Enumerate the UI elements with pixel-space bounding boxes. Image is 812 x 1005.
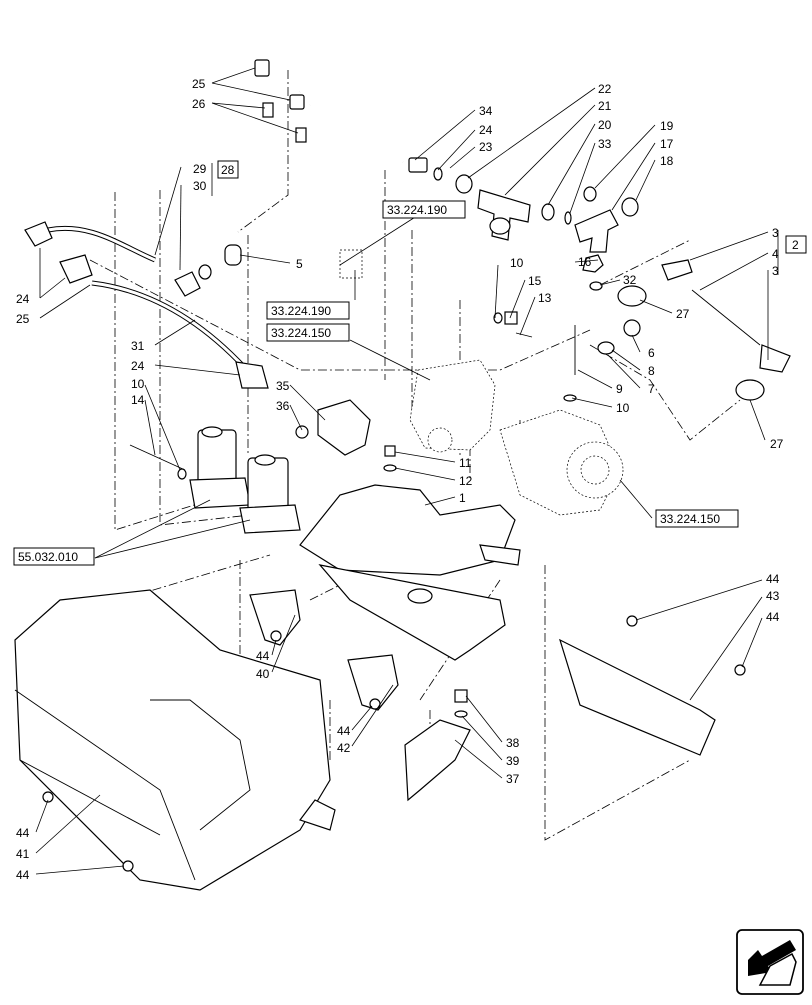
callout-numbers: 25 26 34 24 23 22 21 20 33 19 17 18 29 3… [16, 77, 799, 882]
pump-assembly-1 [339, 249, 496, 453]
leader-lines [35, 67, 769, 875]
callout: 22 [598, 82, 612, 96]
callout: 36 [276, 399, 290, 413]
callout: 44 [766, 610, 780, 624]
group-box-2 [785, 235, 807, 254]
callout: 44 [16, 868, 30, 882]
left-hoses [24, 221, 269, 389]
callout: 44 [256, 649, 270, 663]
callout: 10 [131, 377, 145, 391]
callout: 41 [16, 847, 30, 861]
ref-box-33-224-150-a[interactable]: 33.224.150 [266, 323, 350, 342]
callout: 43 [766, 589, 780, 603]
ref-box-33-224-190-a[interactable]: 33.224.190 [382, 200, 466, 219]
solenoid-valves [129, 426, 301, 534]
callout: 16 [578, 255, 592, 269]
ref-box-55-032-010[interactable]: 55.032.010 [13, 547, 95, 566]
callout: 40 [256, 667, 270, 681]
callout: 42 [337, 741, 351, 755]
callout: 44 [766, 572, 780, 586]
mounting-bracket-main [299, 484, 521, 661]
ref-label: 33.224.150 [660, 512, 720, 526]
callout: 2 [792, 238, 799, 252]
callout: 25 [192, 77, 206, 91]
callout: 21 [598, 99, 612, 113]
ref-box-33-224-150-b[interactable]: 33.224.150 [655, 509, 739, 528]
group-box-28 [217, 160, 239, 179]
callout: 6 [648, 346, 655, 360]
callout: 27 [770, 437, 784, 451]
callout: 20 [598, 118, 612, 132]
callout: 12 [459, 474, 473, 488]
callout: 29 [193, 162, 207, 176]
callout: 26 [192, 97, 206, 111]
callout: 1 [459, 491, 466, 505]
callout: 13 [538, 291, 552, 305]
ref-label: 33.224.150 [271, 326, 331, 340]
callout: 24 [479, 123, 493, 137]
callout: 31 [131, 339, 145, 353]
callout: 10 [616, 401, 630, 415]
callout: 33 [598, 137, 612, 151]
callout: 44 [337, 724, 351, 738]
ref-label: 33.224.190 [271, 304, 331, 318]
ref-label: 33.224.190 [387, 203, 447, 217]
callout: 39 [506, 754, 520, 768]
upper-hoses [254, 59, 639, 291]
callout: 3 [772, 226, 779, 240]
callout: 38 [506, 736, 520, 750]
callout: 10 [510, 256, 524, 270]
callout: 23 [479, 140, 493, 154]
reference-boxes: 33.224.190 33.224.190 33.224.150 33.224.… [13, 160, 807, 566]
ref-box-33-224-190-b[interactable]: 33.224.190 [266, 301, 350, 320]
callout: 17 [660, 137, 674, 151]
small-brackets [249, 399, 716, 802]
right-fittings [493, 259, 791, 402]
callout: 11 [459, 456, 472, 470]
callout: 44 [16, 826, 30, 840]
callout: 8 [648, 364, 655, 378]
callout: 14 [131, 393, 145, 407]
callout: 32 [623, 273, 637, 287]
callout: 24 [16, 292, 30, 306]
callout: 25 [16, 312, 30, 326]
callout: 9 [616, 382, 623, 396]
callout: 15 [528, 274, 542, 288]
next-page-arrow-icon[interactable] [736, 929, 804, 995]
callout: 37 [506, 772, 520, 786]
callout: 30 [193, 179, 207, 193]
protective-cover [14, 589, 336, 891]
callout: 3 [772, 264, 779, 278]
callout: 24 [131, 359, 145, 373]
callout: 4 [772, 247, 779, 261]
callout: 34 [479, 104, 493, 118]
callout: 18 [660, 154, 674, 168]
callout: 19 [660, 119, 674, 133]
callout: 5 [296, 257, 303, 271]
callout: 7 [648, 382, 655, 396]
pump-assembly-2 [499, 409, 624, 516]
callout: 27 [676, 307, 690, 321]
callout: 35 [276, 379, 290, 393]
ref-label: 55.032.010 [18, 550, 78, 564]
callout: 28 [221, 163, 235, 177]
